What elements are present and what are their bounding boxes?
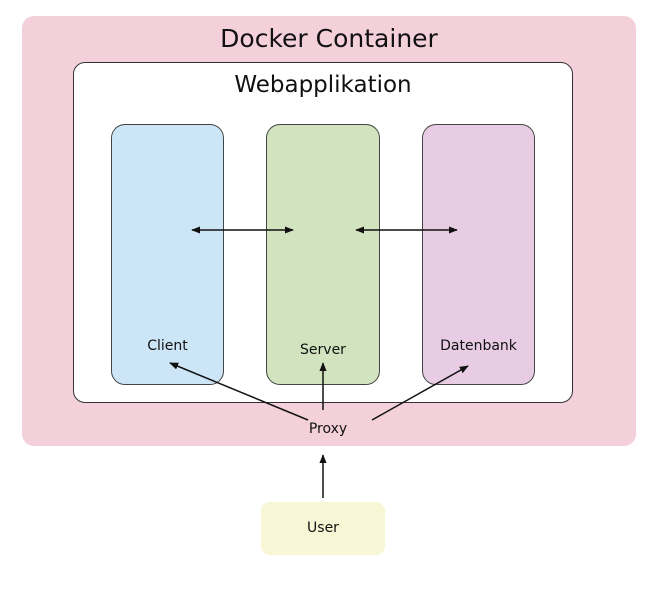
webapp-title: Webapplikation [234,72,412,98]
client-box [111,124,224,385]
datenbank-box [422,124,535,385]
proxy-client-arrow [169,362,309,421]
client-label: Client [147,338,188,354]
docker-container-title: Docker Container [220,24,438,53]
proxy-datenbank-arrow [371,365,469,421]
datenbank-label: Datenbank [440,338,517,354]
user-label: User [307,520,339,536]
server-label: Server [300,342,346,358]
user-box [261,502,385,555]
server-box [266,124,380,385]
proxy-label: Proxy [308,421,348,437]
